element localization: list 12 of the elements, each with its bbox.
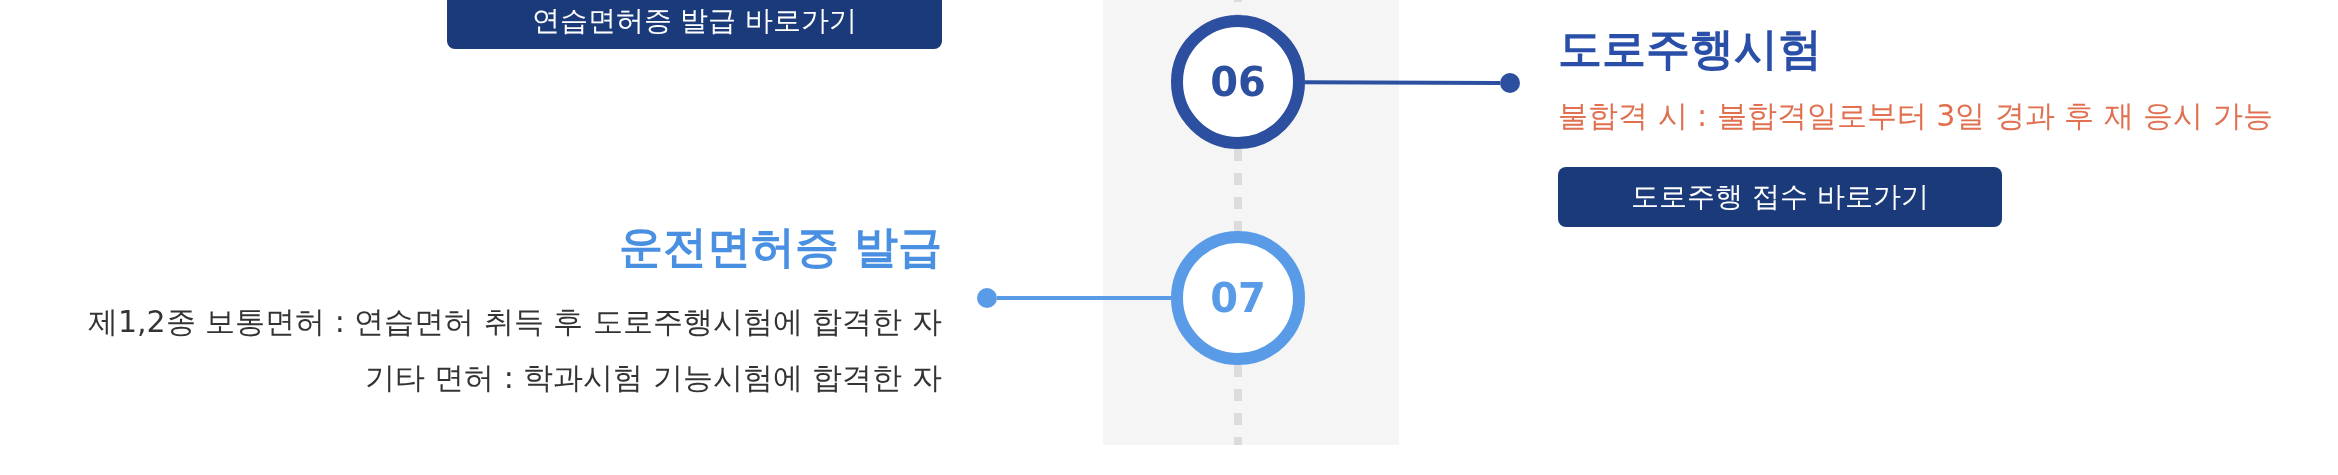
connector-dot [977, 288, 997, 308]
note-text: 불합격 시 : 불합격일로부터 3일 경과 후 재 응시 가능 [1558, 97, 2274, 135]
timeline-spine [1234, 149, 1242, 231]
connector-dot [1500, 73, 1520, 93]
description-text: 기타 면허 : 학과시험 기능시험에 합격한 자 [364, 359, 942, 397]
step-heading: 도로주행시험 [1558, 22, 1822, 76]
link-button: 연습면허증 발급 바로가기 [447, 0, 942, 49]
connector-line [1305, 80, 1500, 85]
link-button: 도로주행 접수 바로가기 [1558, 167, 2002, 227]
description-text: 제1,2종 보통면허 : 연습면허 취득 후 도로주행시험에 합격한 자 [87, 303, 942, 341]
step-heading: 운전면허증 발급 [618, 220, 942, 274]
connector-line [997, 296, 1171, 300]
